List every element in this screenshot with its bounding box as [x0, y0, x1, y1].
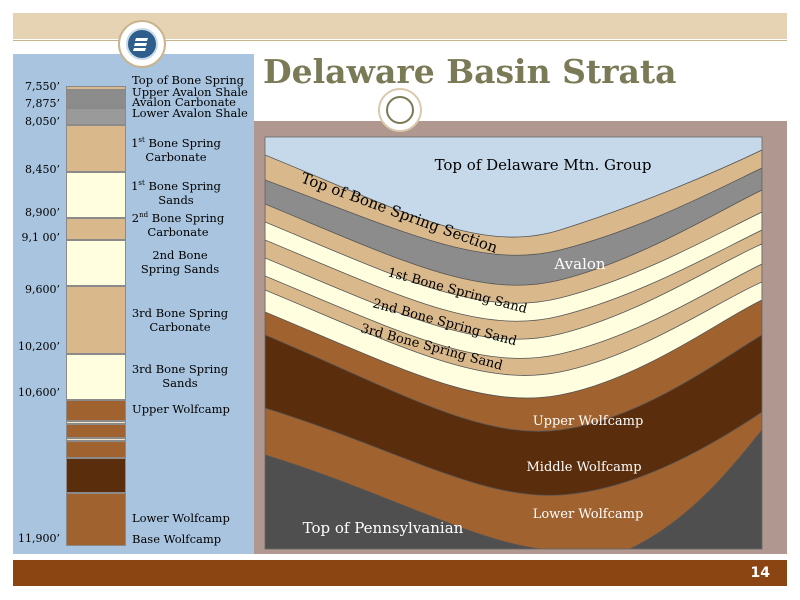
depth-label: 9,600’	[25, 283, 60, 296]
label-text: 2	[131, 210, 140, 225]
depth-label: 7,875’	[25, 97, 60, 110]
label-upper-wolfcamp: Upper Wolfcamp	[132, 402, 230, 416]
label-text: Sands	[162, 376, 198, 390]
cross-section-border	[264, 136, 763, 550]
label-lower-wolfcamp: Lower Wolfcamp	[533, 507, 644, 522]
label-avalon: Avalon	[553, 255, 605, 273]
unit-upper-wolfcamp-a	[66, 400, 126, 421]
label-text: Spring Sands	[140, 262, 220, 276]
label-top-bone-spring: Top of Bone Spring	[132, 73, 244, 87]
unit-middle-wolfcamp	[66, 458, 126, 493]
label-text: Sands	[158, 192, 194, 207]
label-text: 3rd Bone Spring	[131, 306, 229, 320]
label-text: Bone Spring	[144, 135, 221, 150]
page-number: 14	[750, 565, 770, 581]
label-text: 1	[131, 135, 139, 150]
label-upper-wolfcamp: Upper Wolfcamp	[533, 414, 644, 429]
unit-lower-wolfcamp	[66, 493, 126, 546]
depth-label: 10,600’	[18, 386, 60, 399]
depth-label: 10,200’	[18, 340, 60, 353]
label-lower-wolfcamp: Lower Wolfcamp	[132, 511, 230, 525]
label-middle-wolfcamp: Middle Wolfcamp	[526, 460, 641, 475]
header-divider	[13, 40, 787, 41]
label-upper-avalon-shale: Upper Avalon Shale	[132, 85, 248, 99]
unit-upper-wolfcamp-b	[66, 424, 126, 438]
label-base-wolfcamp: Base Wolfcamp	[132, 532, 222, 546]
depth-label: 8,900’	[25, 206, 60, 219]
depth-label: 9,1 00’	[21, 231, 60, 244]
depth-label: 7,550’	[25, 80, 60, 93]
depth-label: 8,450’	[25, 163, 60, 176]
unit-2nd-bone-spring-carbonate	[66, 218, 126, 240]
label-superscript: st	[138, 136, 145, 144]
unit-upper-wolfcamp-gap	[66, 421, 126, 424]
page-title: Delaware Basin Strata	[263, 52, 677, 91]
label-text: Carbonate	[147, 224, 209, 239]
label-text: Carbonate	[145, 149, 207, 164]
label-text: 1	[131, 178, 139, 193]
stratigraphic-column-panel	[13, 54, 254, 554]
label-avalon-carbonate: Avalon Carbonate	[132, 95, 236, 109]
label-text: 3rd Bone Spring	[131, 362, 229, 376]
label-text: Bone Spring	[144, 178, 221, 193]
label-superscript: st	[138, 179, 145, 187]
unit-avalon-carbonate	[66, 106, 126, 108]
company-logo-icon	[118, 20, 166, 68]
unit-upper-wolfcamp-gap-2	[66, 438, 126, 441]
unit-3rd-bone-spring-carbonate	[66, 286, 126, 354]
footer-band	[13, 560, 787, 586]
logo-mark-icon	[133, 38, 148, 51]
decorative-ring-icon	[378, 88, 422, 132]
unit-1st-bone-spring-sands	[66, 172, 126, 218]
label-lower-avalon-shale: Lower Avalon Shale	[132, 106, 248, 120]
unit-2nd-bone-spring-sands	[66, 240, 126, 286]
label-text: 2nd Bone	[152, 248, 208, 262]
label-top-delaware-mtn-group: Top of Delaware Mtn. Group	[435, 156, 652, 174]
unit-upper-avalon-shale	[66, 90, 126, 106]
label-text: Bone Spring	[148, 210, 225, 225]
unit-top-bone-spring	[66, 86, 126, 90]
label-text: Carbonate	[149, 320, 211, 334]
label-superscript: nd	[139, 211, 149, 219]
depth-label: 11,900’	[18, 532, 60, 545]
depth-label: 8,050’	[25, 115, 60, 128]
unit-upper-wolfcamp-c	[66, 441, 126, 458]
unit-lower-avalon-shale	[66, 108, 126, 125]
layer-top-pennsylvanian	[265, 429, 762, 549]
unit-1st-bone-spring-carbonate	[66, 125, 126, 172]
unit-3rd-bone-spring-sands	[66, 354, 126, 400]
label-top-of-pennsylvanian: Top of Pennsylvanian	[303, 519, 464, 537]
